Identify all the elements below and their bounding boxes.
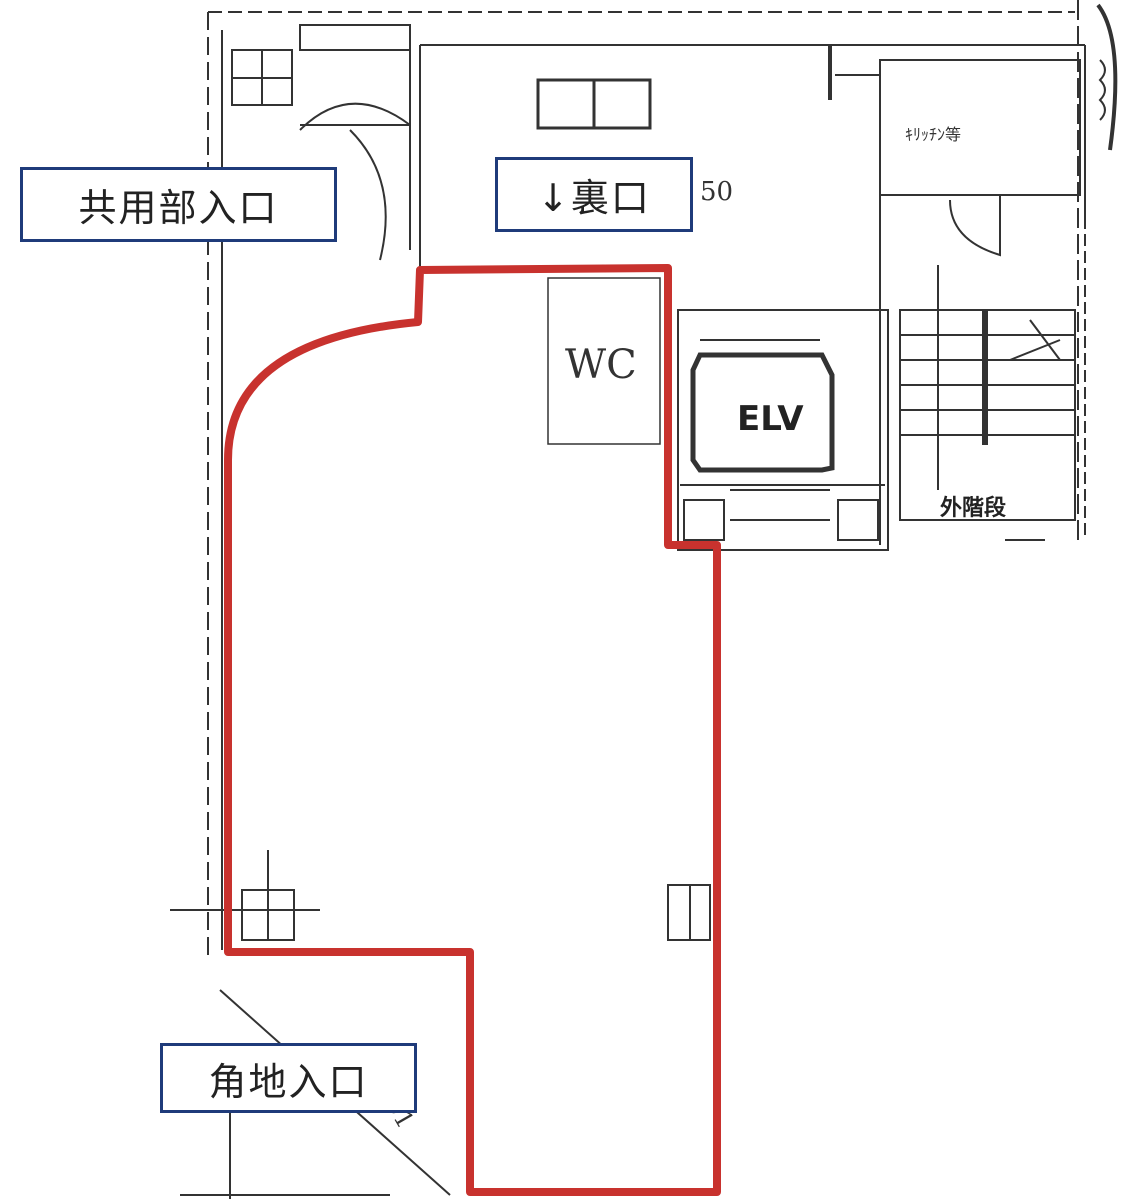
wc-label: WC [565,342,637,388]
building-walls [207,0,1086,960]
elevator-label: ELV [737,399,804,439]
svg-text:ｷﾘｯﾁﾝ等: ｷﾘｯﾁﾝ等 [905,125,961,144]
wc-room [547,277,661,445]
outer-stairs-label: 外階段 [940,495,1006,521]
dimension-50: 50 [700,177,733,207]
top-cabinets [536,78,652,130]
back-entrance-label: ↓裏口 [495,157,693,232]
fixture-lower-left [170,850,711,1199]
common-entrance-label: 共用部入口 [20,167,337,242]
corner-entrance-label: 角地入口 [160,1043,417,1113]
outer-stairs [899,265,1076,541]
right-room: ｷﾘｯﾁﾝ等 [828,3,1118,545]
highlighted-area-outline [224,264,721,1196]
elevator-shaft [677,309,889,551]
